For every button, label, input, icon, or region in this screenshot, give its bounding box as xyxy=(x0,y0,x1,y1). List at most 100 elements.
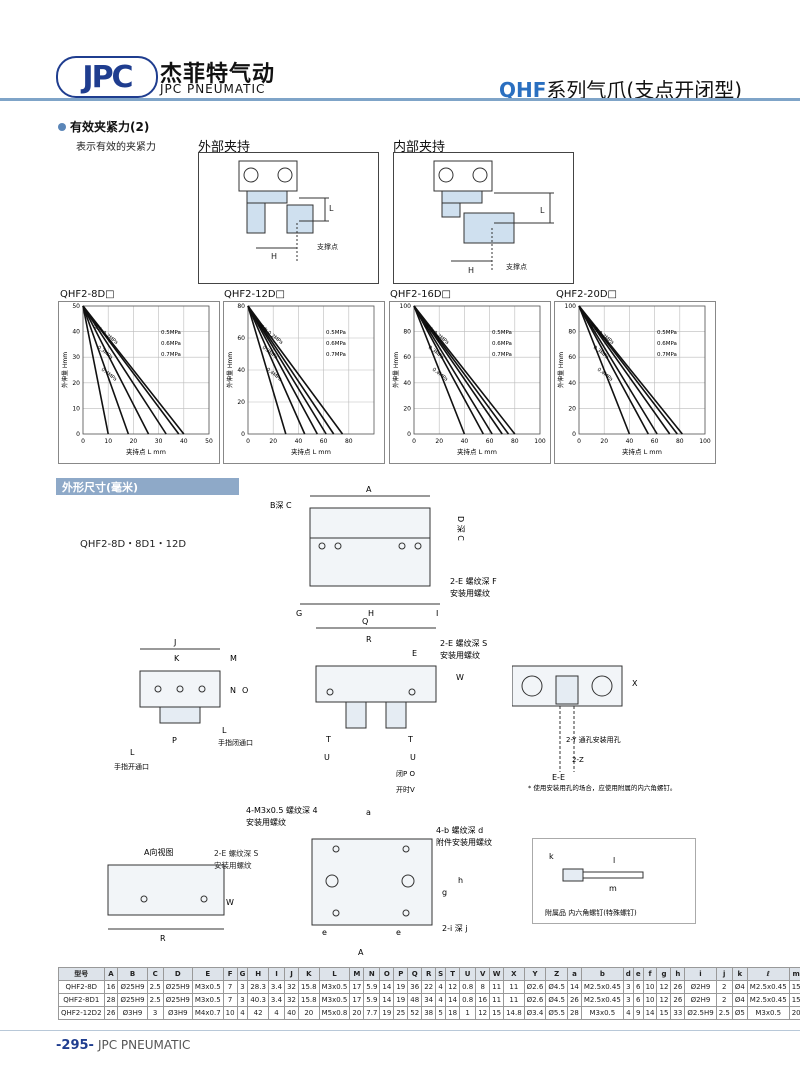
label-m-screw: m xyxy=(609,884,617,893)
table-cell: 15 xyxy=(656,1006,672,1020)
x-tick-label: 20 xyxy=(130,438,138,445)
table-cell: 28 xyxy=(566,1006,582,1020)
label-mount-2: 安装用螺纹 xyxy=(440,650,480,660)
series-line xyxy=(413,305,466,435)
table-cell: M4x0.7 xyxy=(191,1006,224,1020)
table-header-11: K xyxy=(297,967,320,981)
x-tick-label: 60 xyxy=(651,438,659,445)
table-header-23: W xyxy=(489,967,505,981)
table-header-26: Z xyxy=(545,967,568,981)
inner-grip-title: 内部夹持 xyxy=(393,140,446,155)
table-cell: Ø2.5H9 xyxy=(684,1006,717,1020)
table-cell: 19 xyxy=(393,980,409,994)
label-d-c: D 深 C xyxy=(456,516,465,541)
table-cell: M2.5x0.45 xyxy=(746,980,790,994)
table-header-24: X xyxy=(503,967,525,981)
table-cell: 10 xyxy=(642,980,658,994)
x-tick-label: 0 xyxy=(577,438,581,445)
table-cell: 52 xyxy=(407,1006,423,1020)
table-cell: Ø2.6 xyxy=(523,993,547,1007)
table-cell: 7 xyxy=(222,993,238,1007)
label-h: H xyxy=(368,609,374,618)
table-cell: 2 xyxy=(715,980,733,994)
brand-name-cn: 杰菲特气动 xyxy=(160,62,276,87)
label-e-lower-2: e xyxy=(396,928,401,937)
inner-grip-drawing: 支撑点 H L xyxy=(433,160,554,275)
label-e-f: 2-E 螺纹深 F xyxy=(450,576,497,586)
label-mount: 安装用螺纹 xyxy=(450,588,490,598)
x-tick-label: 40 xyxy=(461,438,469,445)
y-tick-label: 80 xyxy=(237,303,245,310)
table-header-13: M xyxy=(349,967,365,981)
x-tick-label: 0 xyxy=(412,438,416,445)
bullet-dot-icon xyxy=(58,123,66,131)
l-label-inner: L xyxy=(540,206,545,215)
table-cell: M3x0.5 xyxy=(746,1006,790,1020)
pressure-label: 0.5MPa xyxy=(326,330,346,336)
label-z: 2-Z xyxy=(572,756,584,764)
table-cell: 17 xyxy=(349,993,365,1007)
x-tick-label: 100 xyxy=(534,438,546,445)
series-line xyxy=(413,305,503,435)
y-tick-label: 40 xyxy=(403,380,411,387)
plot-frame xyxy=(578,305,706,435)
series-line xyxy=(413,305,510,435)
table-cell: 14 xyxy=(379,980,395,994)
table-cell: 14 xyxy=(642,1006,658,1020)
front-view-drawing: Q R 2-E 螺纹深 S 安装用螺纹 E W T T U U 闭P O 开时V xyxy=(315,617,487,794)
series-line xyxy=(247,305,327,435)
table-header-2: B xyxy=(117,967,148,981)
y-tick-label: 0 xyxy=(241,431,245,438)
series-line xyxy=(247,305,319,435)
table-cell: 16 xyxy=(475,993,491,1007)
table-cell: Ø2H9 xyxy=(684,993,717,1007)
table-header-8: H xyxy=(247,967,269,981)
table-header-34: i xyxy=(684,967,717,981)
y-tick-label: 80 xyxy=(403,329,411,336)
table-cell: 4 xyxy=(435,993,447,1007)
x-tick-label: 50 xyxy=(205,438,213,445)
y-tick-label: 60 xyxy=(403,354,411,361)
table-cell: 3.4 xyxy=(267,993,286,1007)
table-cell: 3.4 xyxy=(267,980,286,994)
table-cell: 26 xyxy=(566,993,582,1007)
label-g: G xyxy=(296,609,302,618)
page-number-text: -295- xyxy=(56,1038,94,1053)
table-cell: QHF2-8D xyxy=(58,980,105,994)
x-tick-label: 40 xyxy=(626,438,634,445)
table-cell: 11 xyxy=(489,993,505,1007)
chart-label-16d: QHF2-16D□ xyxy=(390,289,451,300)
series-line xyxy=(247,305,287,435)
side-view-drawing: J K M N O P L 手指闭通口 L 手指开通口 xyxy=(114,638,253,771)
table-cell: 26 xyxy=(670,993,686,1007)
table-cell: 14 xyxy=(379,993,395,1007)
table-header-15: O xyxy=(379,967,395,981)
label-e: E xyxy=(412,649,417,658)
table-cell: 0.8 xyxy=(459,993,477,1007)
table-header-1: A xyxy=(103,967,119,981)
chart-label-8d: QHF2-8D□ xyxy=(60,289,115,300)
plot-frame xyxy=(413,305,541,435)
y-axis-label: 外伸量 Hmm xyxy=(392,352,400,388)
y-tick-label: 40 xyxy=(568,380,576,387)
note-mounting-hole: * 使用安装用孔的场合，应使用附属的内六角螺钉。 xyxy=(528,783,676,792)
table-cell: 4 xyxy=(435,980,447,994)
table-cell: Ø2H9 xyxy=(684,980,717,994)
table-header-6: F xyxy=(222,967,238,981)
table-header-22: V xyxy=(475,967,491,981)
table-cell: Ø25H9 xyxy=(162,993,193,1007)
table-cell: 26 xyxy=(103,1006,119,1020)
chart-label-12d: QHF2-12D□ xyxy=(224,289,285,300)
table-cell: 42 xyxy=(247,1006,269,1020)
section-title-text: 有效夹紧力(2) xyxy=(70,120,150,134)
label-b-c: B深 C xyxy=(270,501,292,510)
table-header-16: P xyxy=(393,967,409,981)
lower-view-drawing: 4-M3x0.5 螺纹深 4 安装用螺纹 a 4-b 螺纹深 d 附件安装用螺纹… xyxy=(246,805,492,957)
table-header-14: N xyxy=(363,967,381,981)
table-header-21: U xyxy=(459,967,477,981)
y-tick-label: 80 xyxy=(568,329,576,336)
